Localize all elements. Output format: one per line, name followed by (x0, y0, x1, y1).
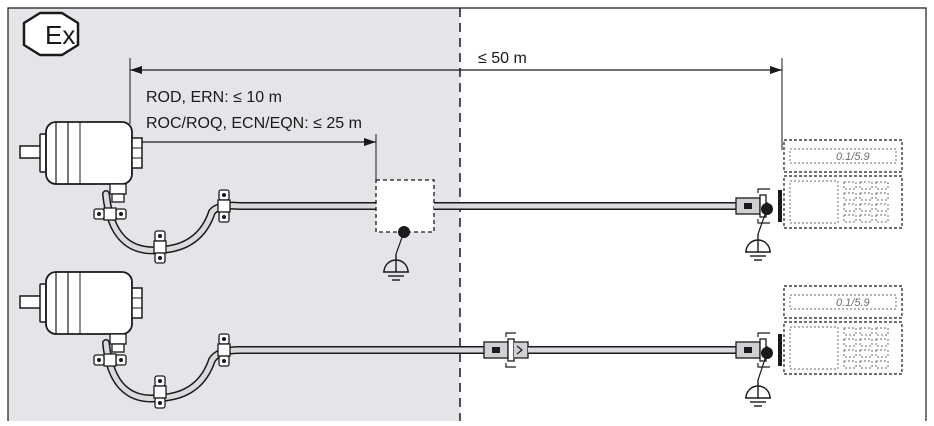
cable-clamp-icon (93, 353, 127, 367)
roc-roq-length-label: ROC/ROQ, ECN/EQN: ≤ 25 m (146, 115, 362, 132)
cable-connector-icon (735, 188, 782, 224)
junction-box-icon (375, 179, 435, 233)
position-display-icon (783, 285, 903, 375)
cable-clamp-icon (153, 230, 167, 264)
dimension-total-length: ≤ 50 m (129, 50, 783, 150)
cable-clamp-icon (217, 189, 231, 223)
total-length-label: ≤ 50 m (478, 50, 527, 67)
rod-ern-length-label: ROD, ERN: ≤ 10 m (146, 89, 282, 106)
row-1-assembly (19, 121, 903, 281)
position-display-icon (783, 139, 903, 229)
ex-mark-label: Ex (45, 20, 75, 50)
ground-symbol-icon (744, 379, 772, 407)
cable-clamp-icon (217, 333, 231, 367)
diagram-frame (7, 7, 927, 421)
cable-connector-icon (483, 332, 529, 368)
ex-hexagon-icon: Ex (22, 11, 80, 57)
cable-connector-icon (735, 332, 782, 368)
cable-clamp-icon (153, 375, 167, 409)
cable-clamp-icon (93, 207, 127, 221)
dimension-encoder-cable: ROD, ERN: ≤ 10 m ROC/ROQ, ECN/EQN: ≤ 25 … (130, 89, 377, 180)
row-2-assembly (19, 271, 903, 409)
ground-symbol-icon (744, 233, 772, 261)
